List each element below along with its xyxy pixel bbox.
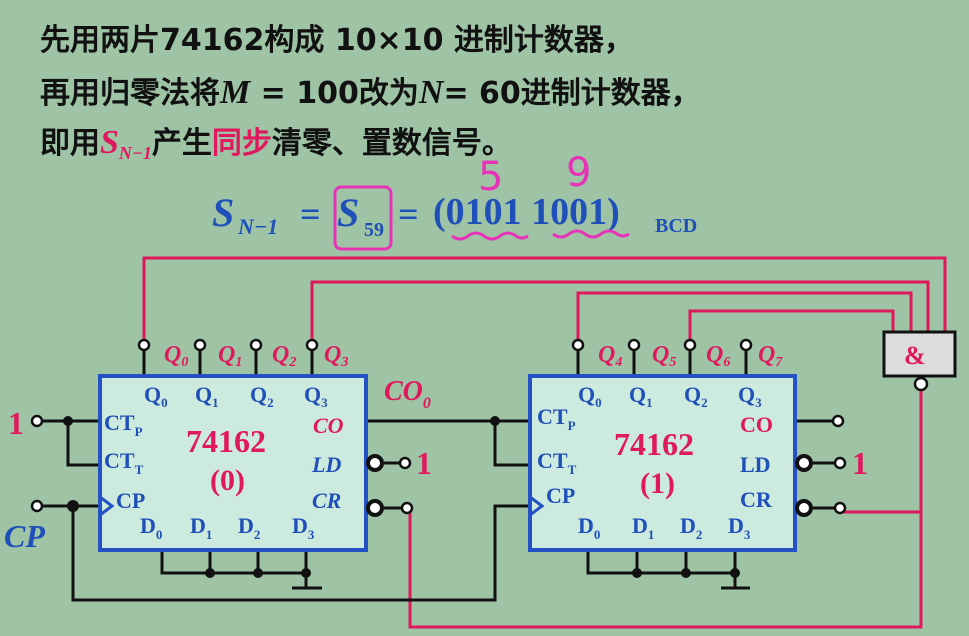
- chip-1-output-labels: Q4 Q5 Q6 Q7: [598, 342, 783, 370]
- svg-text:CP: CP: [116, 488, 145, 513]
- svg-text:BCD: BCD: [655, 215, 697, 237]
- svg-text:Q7: Q7: [758, 342, 783, 370]
- svg-text:1: 1: [852, 445, 868, 481]
- output-bubble: [913, 376, 929, 392]
- svg-text:Q2: Q2: [250, 382, 274, 410]
- svg-text:Q0: Q0: [144, 382, 168, 410]
- feedback-wires: [142, 256, 947, 629]
- squiggle-underline: [451, 231, 529, 241]
- svg-text:CO: CO: [740, 412, 773, 437]
- svg-text:Q3: Q3: [738, 382, 762, 410]
- svg-text:CO: CO: [313, 413, 344, 438]
- svg-text:(1): (1): [640, 467, 675, 500]
- squiggle-underline: [552, 229, 630, 239]
- svg-text:S: S: [212, 190, 234, 235]
- title-line2: 再用归零法将M = 100改为N= 60进制计数器，: [40, 74, 701, 111]
- svg-text:D2: D2: [238, 513, 260, 542]
- svg-text:(0): (0): [210, 464, 245, 497]
- svg-text:Q1: Q1: [195, 382, 219, 410]
- counter-chip-1: Q0 Q1 Q2 Q3 CTP CTT CP D0 D1 D2 D3 LD CR…: [528, 374, 797, 552]
- svg-text:Q3: Q3: [304, 382, 328, 410]
- svg-text:&: &: [904, 341, 926, 370]
- svg-text:CR: CR: [312, 488, 341, 513]
- svg-text:Q1: Q1: [629, 382, 653, 410]
- svg-text:59: 59: [364, 219, 384, 241]
- wires: [40, 340, 840, 602]
- svg-text:LD: LD: [740, 452, 771, 477]
- svg-text:S: S: [337, 190, 359, 235]
- svg-text:CTT: CTT: [537, 448, 577, 477]
- svg-text:CTP: CTP: [104, 410, 143, 439]
- svg-text:D1: D1: [632, 513, 654, 542]
- svg-text:Q1: Q1: [218, 342, 242, 370]
- svg-text:5: 5: [478, 154, 503, 200]
- svg-text:74162: 74162: [186, 423, 266, 459]
- svg-text:D3: D3: [292, 513, 315, 542]
- svg-text:D2: D2: [680, 513, 702, 542]
- svg-text:CP: CP: [4, 518, 45, 554]
- svg-text:1: 1: [416, 445, 432, 481]
- svg-text:D3: D3: [728, 513, 751, 542]
- counter-chip-0: Q0 Q1 Q2 Q3 CTP CTT CP D0 D1 D2 D3 LD CR…: [98, 374, 368, 552]
- terminals: [30, 338, 847, 517]
- svg-text:9: 9: [566, 150, 591, 196]
- svg-text:CO0: CO0: [384, 376, 431, 412]
- svg-text:D0: D0: [578, 513, 600, 542]
- handwritten-annotations: 5 9: [333, 150, 630, 251]
- svg-text:Q0: Q0: [164, 342, 188, 370]
- svg-text:Q6: Q6: [706, 342, 730, 370]
- svg-text:Q2: Q2: [684, 382, 708, 410]
- svg-text:D0: D0: [140, 513, 162, 542]
- svg-text:=: =: [300, 194, 321, 234]
- title-line1: 先用两片74162构成 10×10 进制计数器，: [40, 23, 634, 58]
- chip-0-output-labels: Q0 Q1 Q2 Q3: [164, 342, 348, 370]
- clock-edge-icon: [529, 495, 545, 517]
- svg-text:Q2: Q2: [272, 342, 296, 370]
- svg-text:Q5: Q5: [652, 342, 676, 370]
- svg-text:CP: CP: [546, 483, 575, 508]
- svg-text:=: =: [398, 194, 419, 234]
- svg-text:1: 1: [8, 405, 24, 441]
- svg-text:74162: 74162: [614, 426, 694, 462]
- svg-text:D1: D1: [190, 513, 212, 542]
- highlight-box: [333, 185, 393, 251]
- external-labels: 1 CP CO0 1 1: [4, 376, 868, 554]
- svg-text:LD: LD: [311, 452, 341, 477]
- clock-edge-icon: [99, 495, 115, 517]
- nand-gate: &: [882, 330, 957, 392]
- svg-text:CTP: CTP: [537, 404, 576, 433]
- svg-text:CTT: CTT: [104, 448, 144, 477]
- svg-text:CR: CR: [740, 487, 773, 512]
- svg-text:Q4: Q4: [598, 342, 622, 370]
- svg-text:(0101 1001): (0101 1001): [433, 191, 620, 233]
- svg-text:Q0: Q0: [578, 382, 602, 410]
- svg-text:Q3: Q3: [324, 342, 348, 370]
- formula: S N−1 = S 59 = (0101 1001) BCD: [212, 190, 697, 241]
- title-line3: 即用SN−1产生同步清零、置数信号。: [40, 124, 512, 163]
- svg-text:N−1: N−1: [237, 214, 278, 239]
